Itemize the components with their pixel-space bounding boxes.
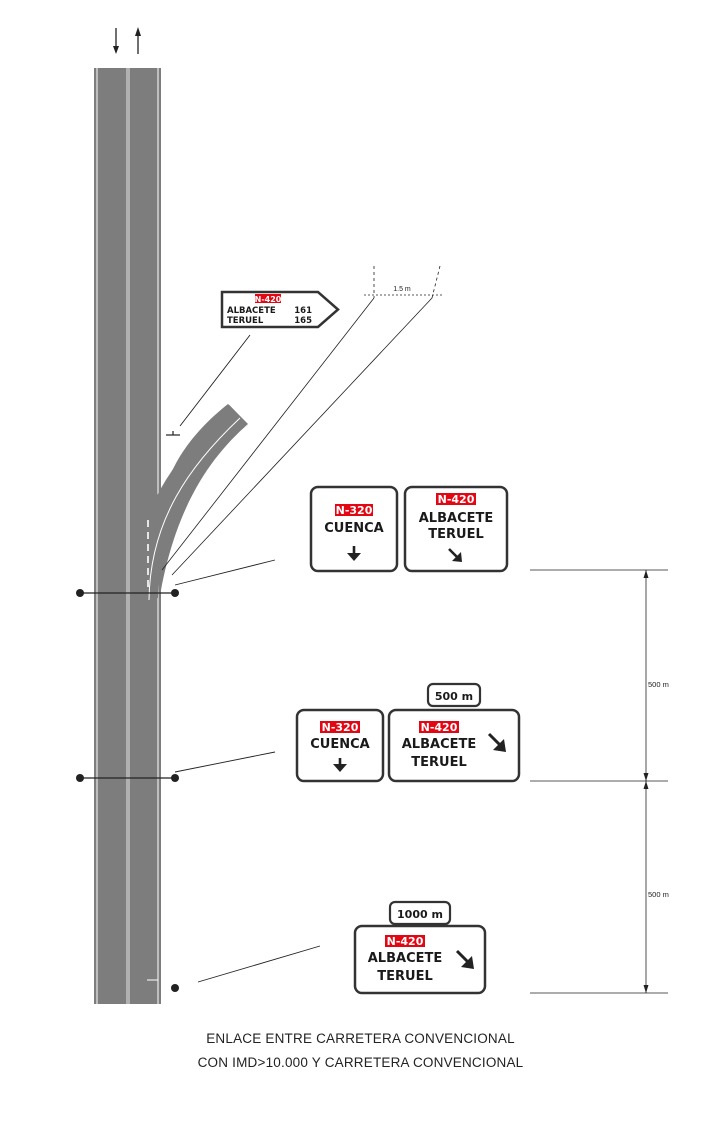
up-arrow-icon xyxy=(135,27,141,54)
down-arrow-icon xyxy=(333,758,347,772)
gantry-dest-2: TERUEL xyxy=(227,316,264,326)
distance-dimension-lines: 500 m 500 m xyxy=(530,569,669,994)
leader-500-signs xyxy=(174,751,276,773)
gantry-post-marker xyxy=(166,431,180,436)
destination-text: CUENCA xyxy=(310,737,369,752)
route-badge xyxy=(419,721,459,733)
route-text: N-320 xyxy=(336,504,373,517)
gantry-km-1: 161 xyxy=(294,306,312,316)
route-text: N-420 xyxy=(438,493,475,506)
offset-dimension-label: 1.5 m xyxy=(393,286,411,293)
section-marker-1000 xyxy=(171,984,179,992)
gantry-direction-sign: N-420 ALBACETE 161 TERUEL 165 xyxy=(220,290,340,329)
destination-text: TERUEL xyxy=(428,527,483,542)
gantry-route-badge xyxy=(255,294,281,303)
sign-1000-right: N-420 ALBACETE TERUEL xyxy=(353,924,487,995)
exit-ramp xyxy=(132,404,248,601)
down-arrow-icon xyxy=(113,28,119,54)
route-text: N-320 xyxy=(322,721,359,734)
diagonal-arrow-icon xyxy=(448,548,462,562)
destination-text: ALBACETE xyxy=(419,511,493,526)
route-text: N-420 xyxy=(421,721,458,734)
destination-text: TERUEL xyxy=(411,755,466,770)
distance-plate-1000: 1000 m xyxy=(388,900,452,926)
section-marker-exit xyxy=(76,589,179,597)
destination-text: CUENCA xyxy=(324,521,383,536)
down-arrow-icon xyxy=(347,546,361,561)
destination-text: ALBACETE xyxy=(402,737,476,752)
caption-line-1: ENLACE ENTRE CARRETERA CONVENCIONAL xyxy=(206,1031,515,1046)
dimension-label-500-a: 500 m xyxy=(648,680,669,689)
leader-exit-signs xyxy=(174,559,276,586)
section-marker-500 xyxy=(76,774,179,782)
gantry-leader-line xyxy=(179,334,251,427)
sign-500-right: N-420 ALBACETE TERUEL xyxy=(387,708,521,783)
distance-plate-500: 500 m xyxy=(426,682,482,708)
route-badge xyxy=(320,721,360,733)
exit-sign-right: N-420 ALBACETE TERUEL xyxy=(403,485,509,573)
gantry-dest-1: ALBACETE xyxy=(227,306,276,316)
destination-text: TERUEL xyxy=(377,969,432,984)
caption-line-2: CON IMD>10.000 Y CARRETERA CONVENCIONAL xyxy=(197,1055,524,1070)
gantry-km-2: 165 xyxy=(294,316,312,326)
route-badge xyxy=(335,504,373,516)
sign-500-left: N-320 CUENCA xyxy=(295,708,385,783)
route-text: N-420 xyxy=(387,935,424,948)
distance-plate-text: 1000 m xyxy=(397,908,443,921)
dimension-label-500-b: 500 m xyxy=(648,890,669,899)
route-badge xyxy=(436,493,476,505)
offset-dimension: 1.5 m xyxy=(161,265,444,576)
diagonal-arrow-icon xyxy=(455,949,474,969)
exit-sign-left: N-320 CUENCA xyxy=(309,485,399,573)
distance-plate-text: 500 m xyxy=(435,690,473,703)
leader-1000-signs xyxy=(197,945,321,983)
gantry-route-text: N-420 xyxy=(255,295,282,304)
destination-text: ALBACETE xyxy=(368,951,442,966)
diagonal-arrow-icon xyxy=(487,732,506,752)
route-badge xyxy=(385,935,425,947)
